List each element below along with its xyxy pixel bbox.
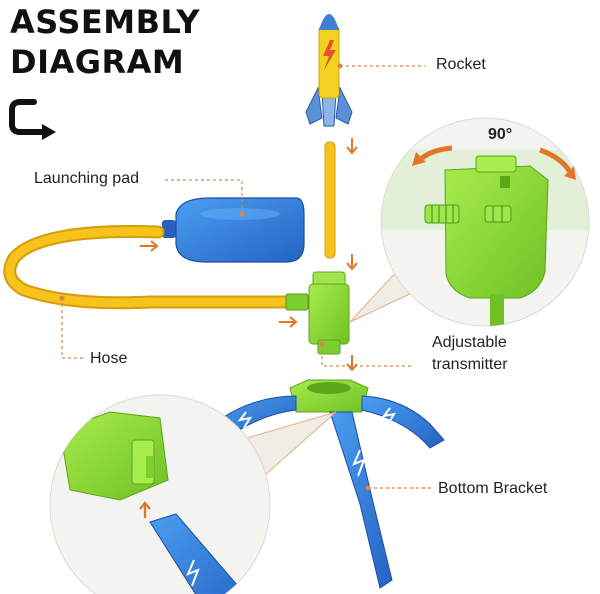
transmitter-label-line2: transmitter xyxy=(432,356,508,373)
launching-pad xyxy=(162,197,305,263)
bottom-bracket xyxy=(207,379,445,589)
lightning-bolt-icon xyxy=(323,40,336,70)
hose-label: Hose xyxy=(90,350,128,367)
launching-pad-leader-line xyxy=(165,179,243,214)
hose-leader-line xyxy=(61,298,84,359)
page-title-line2: DIAGRAM xyxy=(10,43,185,81)
bracket-zoom-callout xyxy=(49,394,271,594)
transmitter-zoom-callout xyxy=(380,117,590,327)
page-title-line1: ASSEMBLY xyxy=(10,3,201,41)
adjustable-transmitter xyxy=(308,271,350,355)
transmitter-label-line1: Adjustable xyxy=(432,334,507,351)
right-arrow-icon xyxy=(140,240,298,328)
launching-pad-label: Launching pad xyxy=(34,170,139,187)
launch-tube xyxy=(324,141,336,259)
transmitter-leader-line xyxy=(321,344,412,367)
bottom-bracket-label: Bottom Bracket xyxy=(438,480,548,497)
rocket-label: Rocket xyxy=(436,56,486,73)
rotate-arrow-icon xyxy=(9,99,56,140)
rocket xyxy=(305,14,353,127)
rotation-angle-label: 90° xyxy=(488,126,513,143)
up-arrow-icon xyxy=(139,501,151,518)
